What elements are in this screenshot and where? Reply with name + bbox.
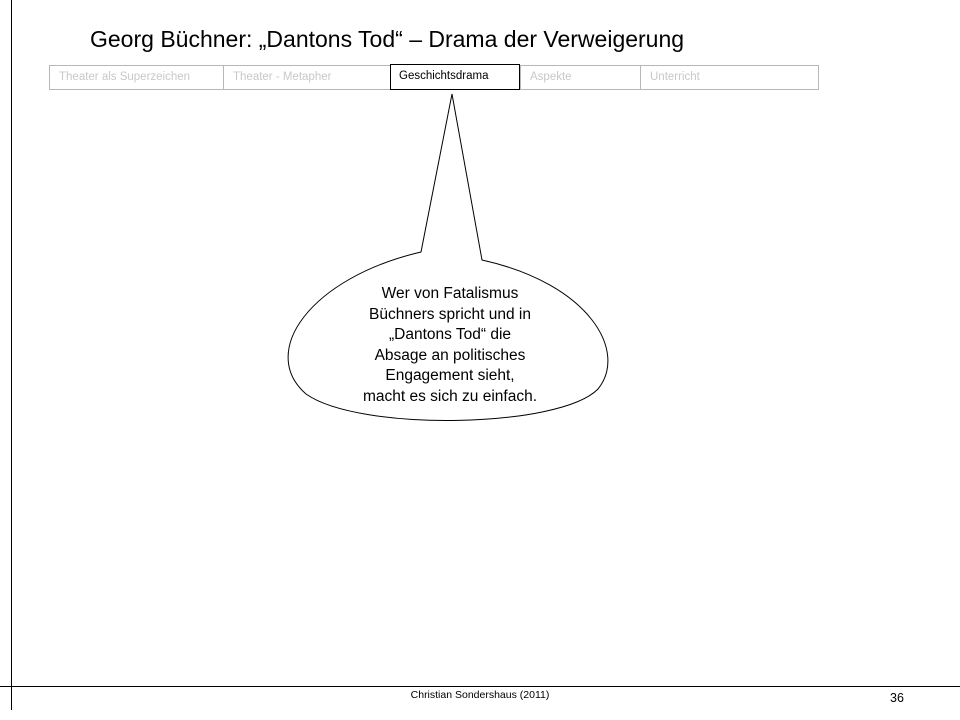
- speech-bubble-shape: [287, 93, 609, 421]
- tab-aspekte[interactable]: Aspekte: [520, 66, 640, 89]
- left-margin-line: [11, 0, 12, 710]
- tab-theater-metapher[interactable]: Theater - Metapher: [223, 66, 390, 89]
- bubble-line: Engagement sieht,: [385, 367, 515, 384]
- page-title: Georg Büchner: „Dantons Tod“ – Drama der…: [90, 26, 685, 52]
- tab-unterricht[interactable]: Unterricht: [640, 66, 818, 89]
- bubble-line: Wer von Fatalismus: [381, 285, 519, 302]
- tab-geschichtsdrama[interactable]: Geschichtsdrama: [390, 64, 520, 90]
- tab-theater-als-superzeichen[interactable]: Theater als Superzeichen: [59, 71, 191, 83]
- bubble-line: Absage an politisches: [374, 346, 526, 364]
- page-number: 36: [890, 691, 904, 705]
- tab-bar: Theater als Superzeichen Theater - Metap…: [49, 64, 819, 90]
- bubble-line: „Dantons Tod“ die: [388, 326, 512, 343]
- bubble-line: macht es sich zu einfach.: [362, 387, 538, 405]
- footer-divider: [0, 686, 960, 687]
- bubble-line: Büchners spricht und in: [369, 305, 531, 323]
- speech-bubble-text: Wer von Fatalismus Büchners spricht und …: [300, 284, 600, 407]
- footer-author: Christian Sondershaus (2011): [410, 689, 550, 701]
